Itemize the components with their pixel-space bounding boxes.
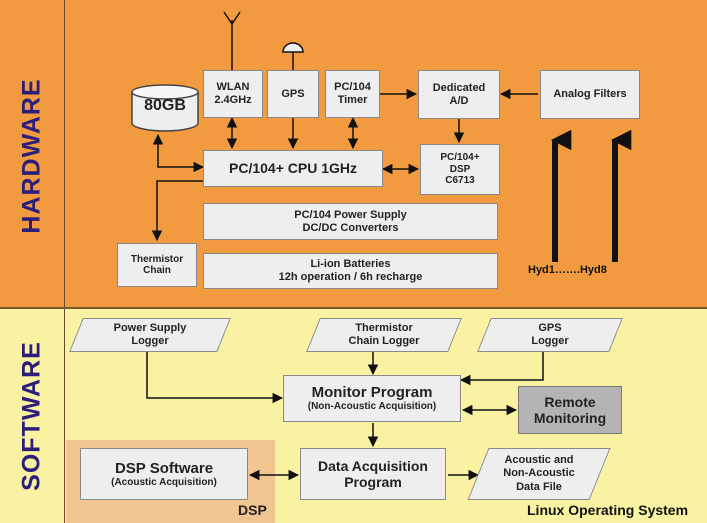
- analog-filters-label: Analog Filters: [553, 88, 627, 101]
- dsp-board-bus: PC/104+: [440, 152, 480, 164]
- data-file-line-2: Non-Acoustic: [503, 467, 575, 480]
- batteries-duration: 12h operation / 6h recharge: [278, 271, 423, 283]
- thermistor-chain-module: Thermistor Chain: [117, 243, 197, 287]
- dsp-software-subtitle: (Acoustic Acquisition): [111, 476, 217, 488]
- wlan-module: WLAN 2.4GHz: [203, 70, 263, 118]
- remote-monitoring: Remote Monitoring: [518, 386, 622, 434]
- gps-logger-title: GPS: [538, 321, 562, 334]
- thermistor-chain-logger: Thermistor Chain Logger: [306, 318, 462, 352]
- thermistor-logger-title: Thermistor: [355, 321, 413, 334]
- monitor-program-subtitle: (Non-Acoustic Acquisition): [307, 401, 437, 413]
- section-divider: [0, 307, 707, 309]
- remote-monitoring-title: Remote: [544, 393, 596, 410]
- thermistor-label: Thermistor: [130, 253, 184, 265]
- ad-label: A/D: [449, 94, 469, 107]
- data-acquisition-program: Data Acquisition Program: [300, 448, 446, 500]
- power-logger-subtitle: Logger: [131, 335, 169, 347]
- power-supply-label: PC/104 Power Supply: [294, 208, 407, 221]
- gps-module: GPS: [267, 70, 319, 118]
- wlan-frequency: 2.4GHz: [214, 94, 252, 106]
- data-acquisition-title: Data Acquisition: [318, 457, 428, 474]
- data-file: Acoustic and Non-Acoustic Data File: [467, 448, 611, 500]
- chain-label: Chain: [143, 265, 171, 276]
- hard-disk-icon: [131, 84, 199, 132]
- dc-converters-label: DC/DC Converters: [302, 221, 399, 234]
- wlan-antenna-icon: [223, 11, 241, 70]
- power-supply-logger: Power Supply Logger: [69, 318, 231, 352]
- timer-label: Timer: [337, 94, 368, 106]
- batteries-label: Li-ion Batteries: [310, 258, 391, 271]
- monitor-program: Monitor Program (Non-Acoustic Acquisitio…: [283, 375, 461, 422]
- cpu-module: PC/104+ CPU 1GHz: [203, 150, 383, 187]
- dsp-board: PC/104+ DSP C6713: [420, 144, 500, 195]
- timer-module: PC/104 Timer: [325, 70, 380, 118]
- monitor-program-title: Monitor Program: [311, 384, 433, 402]
- dsp-software: DSP Software (Acoustic Acquisition): [80, 448, 248, 500]
- dsp-board-model: C6713: [445, 175, 475, 187]
- power-logger-title: Power Supply: [113, 321, 187, 334]
- dedicated-ad-label: Dedicated: [432, 81, 486, 94]
- cpu-label: PC/104+ CPU 1GHz: [229, 160, 357, 177]
- batteries-module: Li-ion Batteries 12h operation / 6h rech…: [203, 253, 498, 289]
- hydrophones-label: Hyd1…….Hyd8: [528, 264, 607, 276]
- power-supply-module: PC/104 Power Supply DC/DC Converters: [203, 203, 498, 240]
- dsp-region-label: DSP: [238, 502, 267, 518]
- dedicated-ad-module: Dedicated A/D: [418, 70, 500, 119]
- analog-filters-module: Analog Filters: [540, 70, 640, 119]
- disk-label: 80GB: [144, 97, 186, 114]
- remote-monitoring-subtitle: Monitoring: [533, 410, 607, 426]
- thermistor-logger-subtitle: Chain Logger: [348, 335, 420, 347]
- gps-logger: GPS Logger: [477, 318, 623, 352]
- data-file-line-3: Data File: [516, 480, 562, 493]
- dsp-board-label: DSP: [449, 163, 471, 175]
- gps-antenna-icon: [282, 42, 304, 70]
- os-label: Linux Operating System: [527, 502, 689, 518]
- timer-bus-label: PC/104: [334, 81, 371, 94]
- data-acquisition-subtitle: Program: [344, 474, 402, 490]
- data-file-line-1: Acoustic and: [504, 454, 574, 467]
- wlan-label: WLAN: [216, 81, 250, 94]
- dsp-software-title: DSP Software: [114, 459, 214, 477]
- hardware-label-column: [0, 0, 65, 308]
- gps-label: GPS: [281, 87, 305, 100]
- gps-logger-subtitle: Logger: [531, 335, 569, 347]
- software-label-column: [0, 308, 65, 523]
